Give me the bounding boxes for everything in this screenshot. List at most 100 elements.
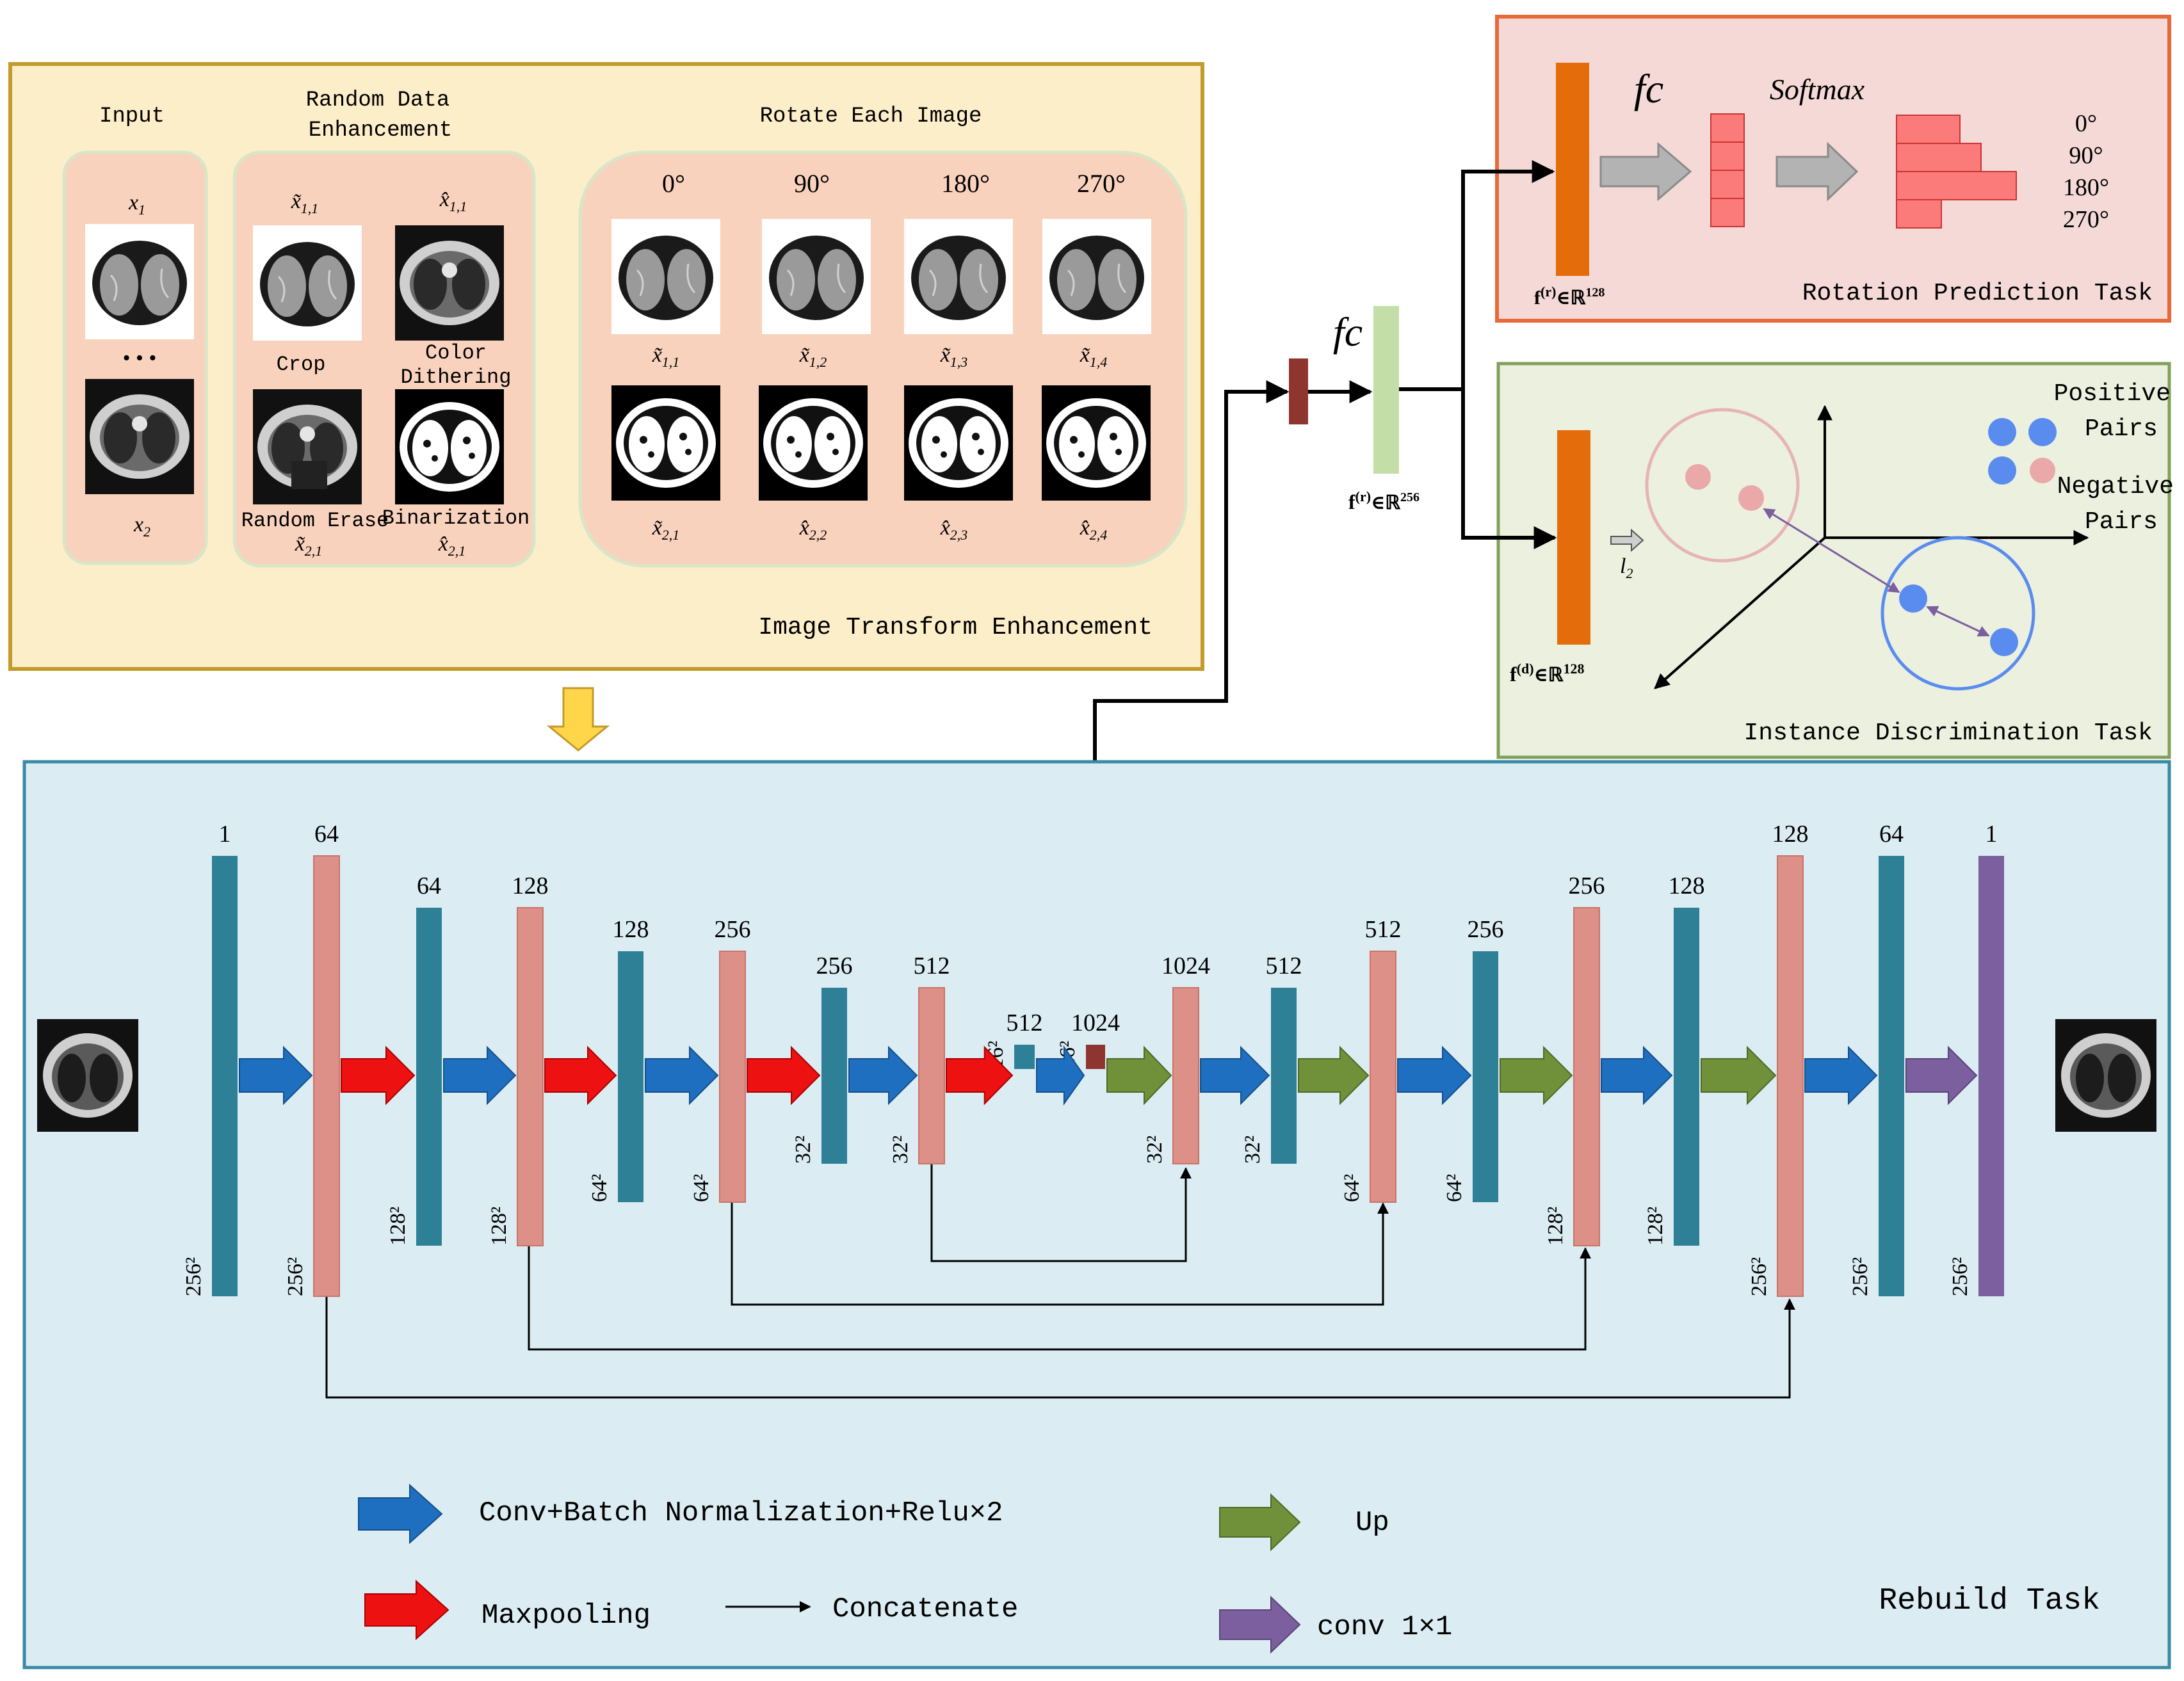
unet-block-channels: 128: [613, 916, 649, 943]
crop-label: Crop: [277, 353, 326, 376]
softmax-bar: [1896, 199, 1942, 229]
l2-label: l2: [1620, 554, 1633, 581]
rotation-output-angle-label: 180°: [2063, 174, 2109, 201]
rotation-angle-output-labels: 0°90°180°270°: [2063, 110, 2109, 233]
unet-block-11: [1172, 987, 1199, 1164]
unet-block-9: [1014, 1045, 1035, 1069]
skip-connection-128: [528, 1246, 1591, 1351]
legend-up-arrow-icon: [1219, 1493, 1301, 1552]
rotated-image-2-3: [904, 385, 1013, 501]
unet-block-5: [618, 951, 643, 1202]
rotation-panel-title: Rotation Prediction Task: [1802, 280, 2153, 307]
aug-bottom-left-label: x̃2,1: [295, 532, 323, 559]
unet-block-channels: 64: [314, 821, 339, 848]
rotation-angle-label: 270°: [1077, 169, 1126, 198]
rotation-angle-labels: 0° 90° 180° 270°: [662, 169, 1126, 198]
unet-block-10: [1086, 1045, 1105, 1069]
unet-block-size: 128²: [1544, 1207, 1567, 1246]
rotated-row-1-label: x̃1,3: [940, 343, 968, 370]
blue-layer-arrow-icon: [1397, 1045, 1472, 1106]
input-dots: • • •: [123, 346, 157, 370]
unet-block-18: [1879, 856, 1904, 1296]
unet-block-channels: 1024: [1161, 953, 1210, 979]
pooled-feature-bar: [1289, 358, 1308, 424]
unet-block-size: 128²: [487, 1207, 511, 1246]
random-enhancement-title-line2: Enhancement: [309, 118, 452, 143]
unet-block-size: 256²: [182, 1257, 206, 1296]
red-layer-arrow-icon: [946, 1045, 1014, 1106]
rebuild-panel: 1256²64256²64128²128128²12864²25664²2563…: [22, 760, 2171, 1669]
middle-feature-label: f(r)∈ℝ256: [1348, 488, 1420, 513]
input-ct-thumbnail: [37, 1019, 138, 1132]
rotation-feature-label: f(r)∈ℝ128: [1534, 284, 1605, 309]
unet-block-size: 32²: [791, 1136, 815, 1164]
negative-sample-dot: [1738, 485, 1764, 511]
rotation-angle-label: 180°: [941, 169, 990, 198]
rotation-fc-cell: [1710, 113, 1745, 143]
unet-block-1: [212, 856, 238, 1296]
positive-pair-distance-arrow: [1926, 606, 1990, 637]
aug-top-left-label: x̃1,1: [291, 189, 319, 216]
rotation-gray-arrow-2-icon: [1776, 141, 1859, 202]
legend-up-label: Up: [1355, 1507, 1389, 1539]
output-ct-thumbnail: [2055, 1019, 2156, 1132]
unet-block-4: [517, 907, 544, 1246]
rotated-image-1-3: [903, 218, 1014, 335]
unet-block-6: [719, 951, 746, 1203]
unet-block-size: 256²: [1747, 1257, 1771, 1296]
middle-feature-bar: [1373, 306, 1399, 474]
transform-panel-title: Image Transform Enhancement: [758, 614, 1153, 641]
rotation-gray-arrow-1-icon: [1599, 141, 1692, 202]
unet-block-13: [1370, 951, 1396, 1203]
rotated-row-1-label: x̃1,2: [799, 343, 827, 370]
unet-block-16: [1674, 908, 1699, 1246]
rotated-image-1-4: [1041, 218, 1153, 335]
rotated-row-2-label: x̃2,1: [652, 516, 680, 543]
unet-block-channels: 64: [1879, 821, 1904, 848]
green-layer-arrow-icon: [1701, 1045, 1777, 1106]
skip-connection-256: [325, 1296, 1795, 1399]
legend-maxpool-label: Maxpooling: [481, 1600, 651, 1632]
blue-layer-arrow-icon: [1804, 1045, 1878, 1106]
random-erase-label: Random Erase: [241, 509, 389, 533]
erase-patch: [291, 461, 327, 489]
aug-top-right-label: x̂1,1: [439, 188, 467, 214]
fc-to-rotation-connector: [1461, 160, 1555, 389]
rotated-row-1-label: x̃1,1: [652, 343, 680, 370]
rotated-row-2-label: x̂2,2: [799, 516, 827, 543]
unet-block-channels: 128: [512, 873, 549, 899]
rotation-fc-cell: [1710, 170, 1745, 199]
unet-block-channels: 128: [1669, 873, 1705, 899]
rebuild-panel-background: [22, 760, 2171, 1669]
unet-block-size: 64²: [1443, 1174, 1466, 1202]
unet-block-14: [1473, 951, 1498, 1202]
rotated-row-1-labels: x̃1,1 x̃1,2 x̃1,3 x̃1,4: [652, 343, 1108, 370]
rebuild-panel-title: Rebuild Task: [1879, 1584, 2100, 1618]
rotation-angle-label: 0°: [662, 169, 685, 198]
rotation-column: [578, 150, 1188, 568]
rotated-row-1-label: x̃1,4: [1080, 343, 1108, 370]
unet-block-size: 32²: [1241, 1136, 1265, 1164]
legend-positive-dot: [2028, 418, 2057, 446]
green-layer-arrow-icon: [1500, 1045, 1573, 1106]
rotation-angle-label: 90°: [794, 169, 830, 198]
positive-pairs-line1: Positive: [2054, 380, 2171, 408]
unet-block-size: 256²: [1948, 1257, 1972, 1296]
red-layer-arrow-icon: [341, 1045, 416, 1106]
unet-block-channels: 256: [1468, 916, 1504, 943]
legend: Conv+Batch Normalization+Relu×2 Maxpooli…: [358, 1483, 1452, 1654]
unet-block-channels: 256: [816, 953, 853, 979]
unet-block-15: [1573, 907, 1600, 1246]
unet-block-12: [1271, 988, 1297, 1164]
input-x2-label: x2: [133, 513, 150, 540]
fc-to-instance-connector: [1461, 389, 1557, 549]
rotated-image-2-4: [1042, 385, 1151, 501]
unet-block-channels: 512: [914, 953, 950, 979]
unet-layer-arrows: [239, 1045, 1978, 1106]
red-layer-arrow-icon: [544, 1045, 617, 1106]
softmax-label: Softmax: [1770, 73, 1865, 106]
softmax-bar: [1896, 115, 1961, 144]
rotation-panel: f(r)∈ℝ128 fc Softmax 0°90°180°270° Rotat…: [1495, 15, 2171, 323]
unet-feature-blocks: 1256²64256²64128²128128²12864²25664²2563…: [182, 821, 2004, 1297]
unet-block-size: 256²: [1848, 1257, 1872, 1296]
